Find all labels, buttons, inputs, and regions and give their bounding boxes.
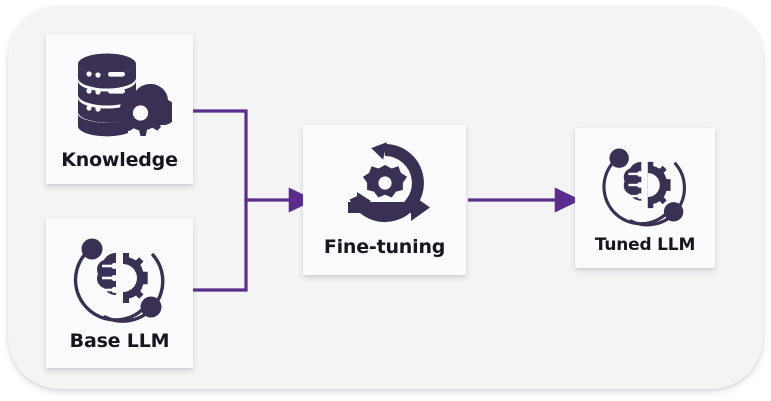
node-label-base-llm: Base LLM — [69, 330, 170, 352]
node-label-tuned-llm: Tuned LLM — [594, 235, 696, 255]
node-base-llm[interactable]: Base LLM — [46, 218, 193, 368]
brain-gear-orbit-icon — [575, 134, 715, 235]
node-label-fine-tuning: Fine-tuning — [323, 236, 446, 258]
brain-gear-orbit-icon — [46, 226, 193, 330]
database-gear-icon — [46, 44, 193, 149]
node-knowledge[interactable]: Knowledge — [46, 34, 193, 184]
node-tuned-llm[interactable]: Tuned LLM — [575, 128, 715, 268]
node-fine-tuning[interactable]: Fine-tuning — [303, 125, 466, 275]
refresh-gear-arrow-icon — [303, 135, 466, 236]
node-label-knowledge: Knowledge — [61, 149, 178, 171]
